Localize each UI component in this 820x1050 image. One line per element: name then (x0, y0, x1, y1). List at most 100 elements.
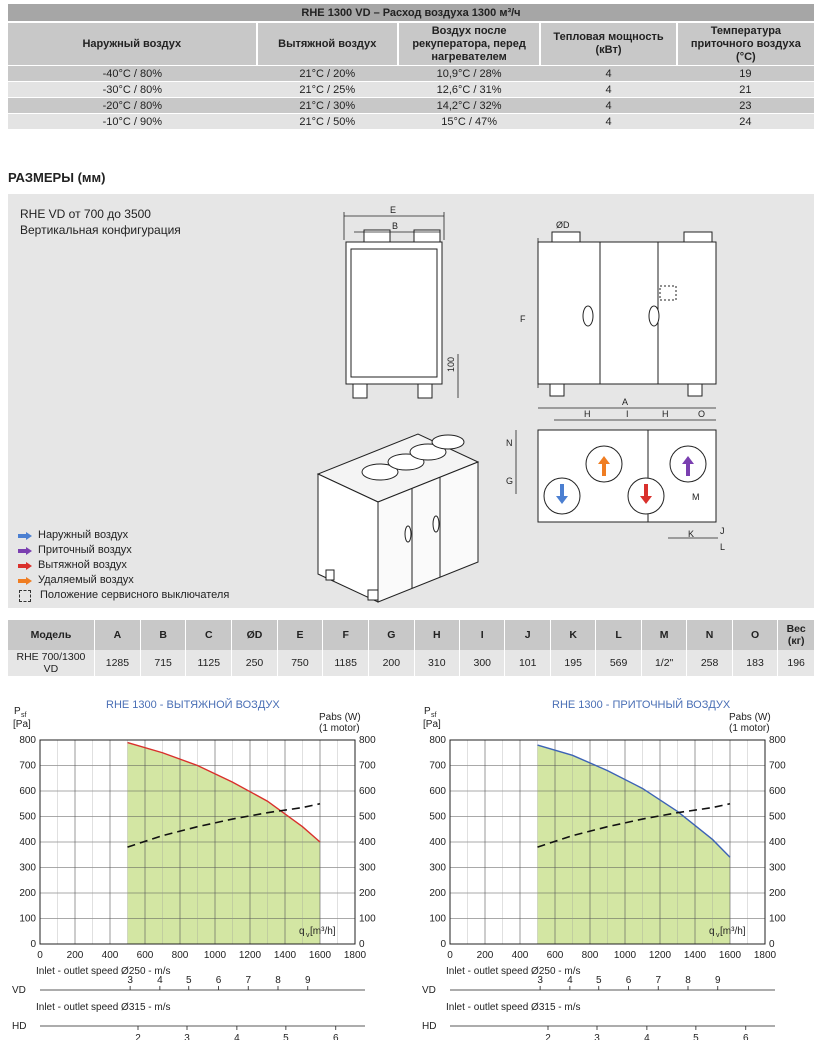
side-view-body (345, 241, 443, 385)
legend-label: Наружный воздух (38, 529, 129, 541)
label-k: K (688, 529, 694, 539)
y-tick-label: 200 (429, 888, 446, 899)
cell: 15°С / 47% (397, 113, 541, 129)
y2-tick-label: 700 (359, 761, 376, 772)
cell: 24 (676, 113, 814, 129)
spec-header: F (322, 620, 370, 650)
spec-value: 750 (277, 650, 324, 676)
spec-value: 569 (595, 650, 642, 676)
chart-title-extract: RHE 1300 - ВЫТЯЖНОЙ ВОЗДУХ (106, 699, 280, 711)
dimensions-panel: RHE VD от 700 до 3500 Вертикальная конфи… (8, 194, 814, 608)
x-axis-unit: [m³/h] (720, 926, 746, 937)
vd-label: VD (12, 985, 26, 996)
vd-tick-label: 5 (186, 975, 192, 986)
spec-value: 195 (550, 650, 597, 676)
y-tick-label: 300 (19, 863, 36, 874)
y-tick-label: 600 (19, 786, 36, 797)
legend-label: Вытяжной воздух (38, 559, 127, 571)
performance-table: RHE 1300 VD – Расход воздуха 1300 м³/ч Н… (8, 4, 814, 129)
cell: 4 (540, 81, 677, 98)
label-h1: H (584, 409, 591, 419)
cell: 21°С / 30% (256, 97, 398, 114)
dimensions-heading: РАЗМЕРЫ (мм) (8, 170, 106, 185)
legend-label: Положение сервисного выключателя (40, 589, 230, 601)
x-tick-label: 1000 (614, 950, 637, 961)
y2-tick-label: 700 (769, 761, 786, 772)
legend-item-exhaust: Удаляемый воздух (18, 573, 229, 588)
x-tick-label: 200 (67, 950, 84, 961)
speed-label-250: Inlet - outlet speed Ø250 - m/s (36, 966, 171, 977)
service-switch-marker (659, 285, 677, 301)
col-extract-air: Вытяжной воздух (256, 22, 399, 66)
x-axis-label: q (299, 926, 305, 937)
spec-header: A (94, 620, 141, 650)
legend-item-extract: Вытяжной воздух (18, 558, 229, 573)
spec-value: 183 (732, 650, 779, 676)
cell: -10°С / 90% (8, 113, 257, 129)
front-view-body (537, 241, 717, 385)
y-tick-label: 100 (19, 914, 36, 925)
y2-tick-label: 200 (769, 888, 786, 899)
x-tick-label: 0 (37, 950, 43, 961)
label-b: B (392, 221, 398, 231)
dimensions-caption: RHE VD от 700 до 3500 Вертикальная конфи… (20, 206, 181, 238)
y2-tick-label: 300 (359, 863, 376, 874)
chart-title-supply: RHE 1300 - ПРИТОЧНЫЙ ВОЗДУХ (552, 699, 731, 711)
spec-value: RHE 700/1300 VD (8, 650, 95, 676)
y-tick-label: 800 (429, 735, 446, 746)
hd-tick-label: 2 (135, 1033, 141, 1040)
spec-value: 250 (231, 650, 278, 676)
hd-tick-label: 3 (594, 1033, 600, 1040)
caption-line-2: Вертикальная конфигурация (20, 223, 181, 237)
vd-tick-label: 8 (685, 975, 691, 986)
col-after-recuperator: Воздух после рекуператора, перед нагрева… (397, 22, 542, 66)
speed-label-315: Inlet - outlet speed Ø315 - m/s (446, 1002, 581, 1013)
operating-area (537, 745, 730, 944)
performance-title: RHE 1300 VD – Расход воздуха 1300 м³/ч (8, 4, 814, 23)
vd-tick-label: 7 (245, 975, 251, 986)
label-m: M (692, 492, 700, 502)
y-tick-label: 700 (19, 761, 36, 772)
y-tick-label: 500 (429, 812, 446, 823)
vd-tick-label: 5 (596, 975, 602, 986)
y-axis-label-sub: sf (431, 712, 437, 719)
cell: -20°С / 80% (8, 97, 257, 114)
hd-tick-label: 6 (743, 1033, 749, 1040)
y2-tick-label: 300 (769, 863, 786, 874)
x-tick-label: 200 (477, 950, 494, 961)
hd-tick-label: 5 (693, 1033, 699, 1040)
speed-label-315: Inlet - outlet speed Ø315 - m/s (36, 1002, 171, 1013)
side-view-duct-1 (363, 229, 391, 243)
x-tick-label: 400 (512, 950, 529, 961)
technical-drawing: E B 100 ØD F A H I H O N G M K J L (316, 205, 725, 603)
hd-tick-label: 2 (545, 1033, 551, 1040)
x-tick-label: 1800 (344, 950, 367, 961)
y-axis-label: P (14, 706, 21, 717)
spec-value: 300 (459, 650, 506, 676)
spec-value: 101 (504, 650, 551, 676)
hd-tick-label: 3 (184, 1033, 190, 1040)
label-o: O (698, 409, 705, 419)
plot-frame (39, 739, 356, 945)
label-l: L (720, 542, 725, 552)
x-tick-label: 1200 (649, 950, 672, 961)
dashed-square-icon (19, 589, 31, 602)
spec-value: 1185 (322, 650, 370, 676)
cell: 4 (540, 65, 677, 82)
y-tick-label: 500 (19, 812, 36, 823)
x-tick-label: 800 (582, 950, 599, 961)
y2-tick-label: 100 (769, 914, 786, 925)
y-axis-unit: [Pa] (423, 719, 441, 730)
x-tick-label: 600 (137, 950, 154, 961)
side-view-foot-left (352, 383, 368, 399)
cell: -30°С / 80% (8, 81, 257, 98)
x-axis-label-sub: v (306, 932, 310, 939)
vd-tick-label: 6 (216, 975, 222, 986)
spec-header: I (459, 620, 506, 650)
y-tick-label: 400 (19, 837, 36, 848)
y2-axis-label: Pabs (W) (319, 712, 361, 723)
label-n: N (506, 438, 513, 448)
label-i: I (626, 409, 629, 419)
